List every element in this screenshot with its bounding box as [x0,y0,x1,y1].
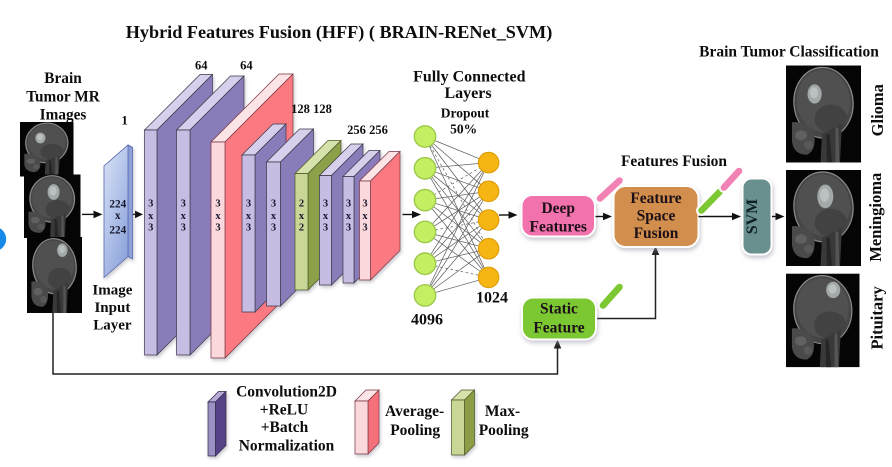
svg-text:256: 256 [347,123,366,137]
svg-text:3: 3 [271,199,276,210]
svg-text:Pooling: Pooling [479,422,529,439]
svg-text:Static: Static [540,301,578,318]
svg-text:x: x [148,211,154,222]
svg-text:3: 3 [323,223,328,234]
svg-text:3: 3 [271,223,276,234]
svg-text:Max-: Max- [485,403,520,420]
svg-text:Glioma: Glioma [868,84,887,136]
svg-text:4096: 4096 [411,312,443,329]
svg-text:Layer: Layer [93,318,132,334]
svg-text:1: 1 [121,113,128,128]
svg-text:3: 3 [215,199,220,210]
svg-text:Pooling: Pooling [390,422,440,439]
svg-text:Hybrid Features Fusion (HFF) (: Hybrid Features Fusion (HFF) ( BRAIN-REN… [126,22,553,43]
svg-text:3: 3 [323,199,328,210]
svg-text:Features: Features [530,219,587,236]
svg-text:1024: 1024 [476,290,508,307]
svg-text:+Batch: +Batch [261,419,309,436]
svg-text:64: 64 [195,59,208,73]
svg-text:3: 3 [362,199,367,210]
svg-text:3: 3 [148,199,153,210]
svg-text:+ReLU: +ReLU [260,401,308,418]
svg-text:SVM: SVM [744,199,761,235]
svg-text:Convolution2D: Convolution2D [236,383,337,400]
svg-text:x: x [299,211,305,222]
svg-text:3: 3 [346,223,351,234]
svg-text:Space: Space [637,208,676,225]
svg-text:x: x [346,211,352,222]
svg-text:Average-: Average- [385,403,444,420]
svg-text:3: 3 [346,199,351,210]
svg-text:128: 128 [291,102,310,116]
svg-text:Deep: Deep [541,200,575,217]
svg-text:Features Fusion: Features Fusion [621,153,727,170]
svg-text:3: 3 [181,199,186,210]
svg-text:Brain: Brain [44,70,82,87]
svg-text:x: x [215,211,221,222]
svg-text:50%: 50% [450,122,477,137]
svg-text:2: 2 [299,199,304,210]
svg-text:x: x [246,211,252,222]
svg-text:3: 3 [246,223,251,234]
svg-text:Dropout: Dropout [441,105,490,120]
svg-text:x: x [271,211,277,222]
svg-text:Brain Tumor Classification: Brain Tumor Classification [699,44,879,61]
svg-text:3: 3 [148,223,153,234]
svg-text:Images: Images [40,107,87,124]
svg-text:3: 3 [246,199,251,210]
svg-text:224: 224 [109,198,126,210]
svg-text:Fusion: Fusion [634,225,679,242]
svg-text:Pituitary: Pituitary [868,286,887,350]
svg-text:128: 128 [313,102,332,116]
svg-text:Layers: Layers [444,85,491,102]
svg-text:2: 2 [299,223,304,234]
svg-text:224: 224 [109,224,126,236]
svg-text:3: 3 [215,223,220,234]
svg-text:Feature: Feature [533,320,584,337]
svg-text:Normalization: Normalization [239,438,335,455]
svg-text:Tumor MR: Tumor MR [26,88,100,105]
svg-text:Input: Input [94,300,130,316]
svg-text:x: x [181,211,187,222]
svg-text:Fully Connected: Fully Connected [413,68,526,85]
svg-text:3: 3 [362,223,367,234]
svg-text:Feature: Feature [630,190,681,207]
svg-text:x: x [323,211,329,222]
svg-text:Image: Image [92,283,132,299]
svg-text:3: 3 [181,223,186,234]
svg-text:x: x [362,211,368,222]
svg-text:64: 64 [240,59,253,73]
svg-text:x: x [115,210,121,222]
svg-text:256: 256 [369,123,388,137]
svg-text:Meningioma: Meningioma [866,173,885,262]
